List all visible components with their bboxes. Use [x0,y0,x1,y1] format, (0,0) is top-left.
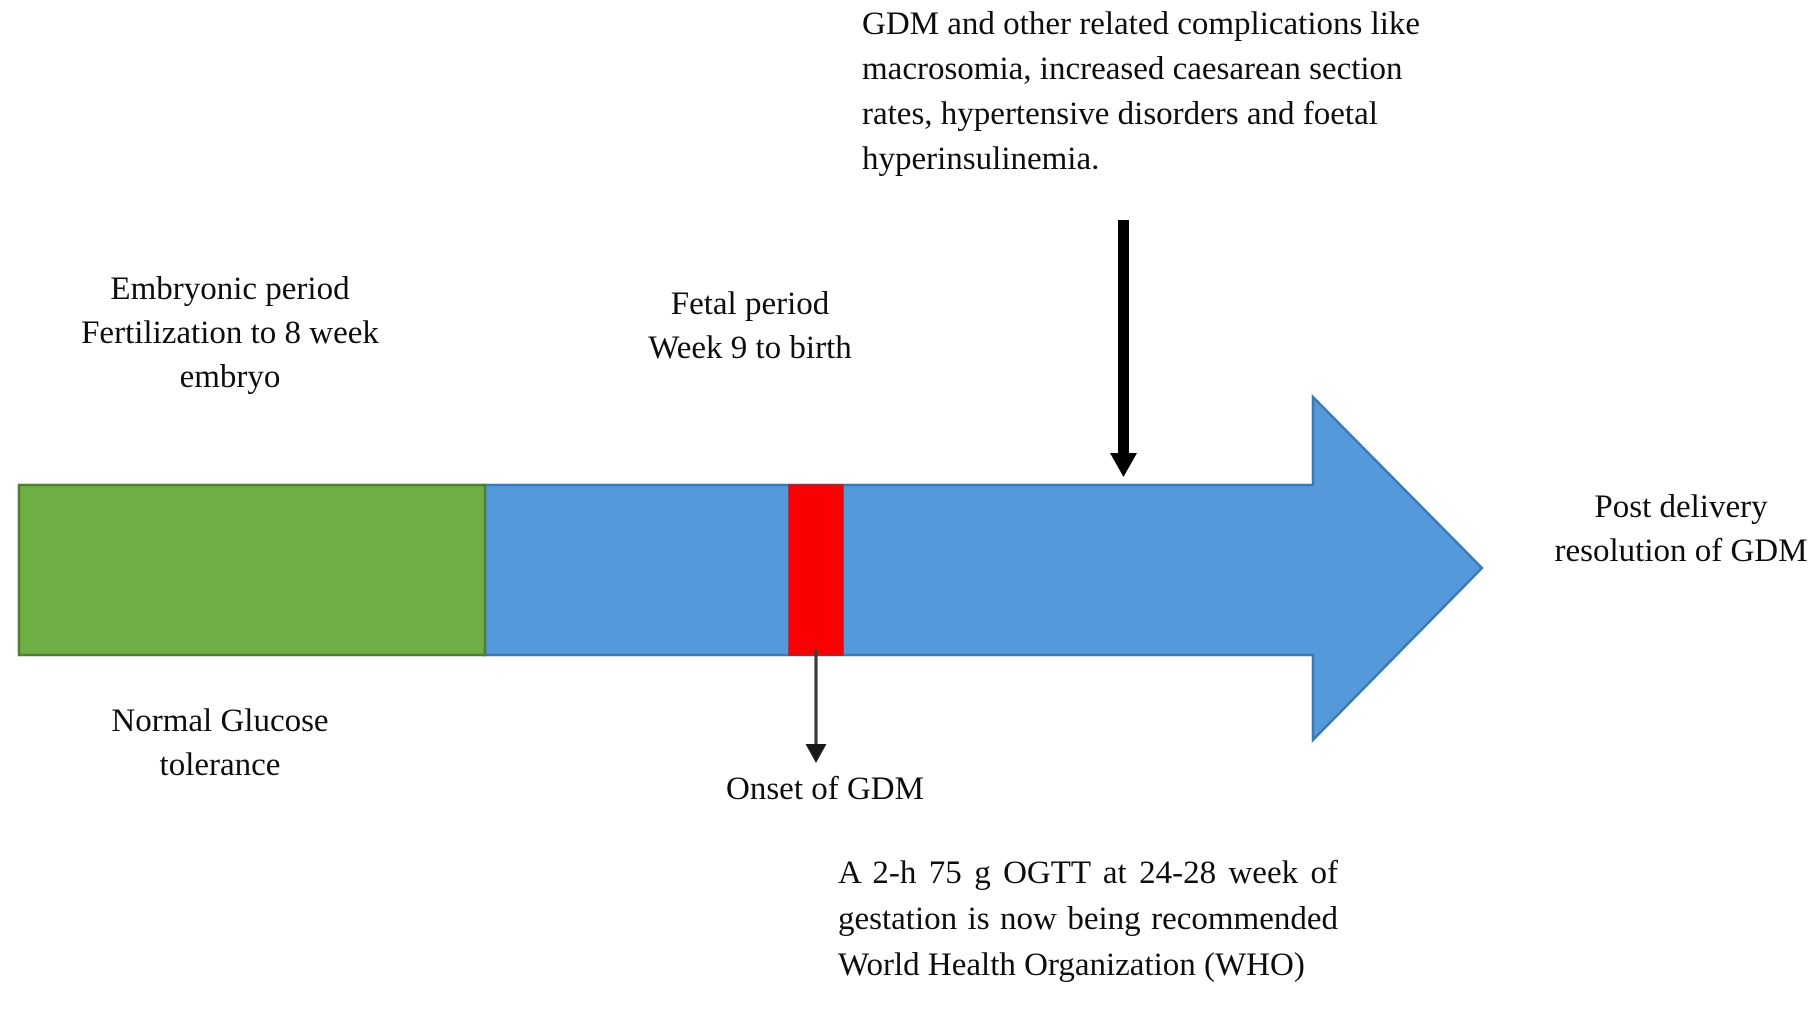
complications-pointer-arrow [1098,220,1158,485]
gestation-timeline-arrow [10,385,1500,750]
timeline-segment-gdm-onset-marker [788,484,844,656]
onset-pointer-arrow [790,650,842,770]
timeline-segment-embryonic-period [17,483,487,657]
normal-glucose-tolerance-label: Normal Glucose tolerance [111,703,329,783]
complications-annotation-text: GDM and other related complications like… [862,6,1421,177]
embryonic-period-label: Embryonic period Fertilization to 8 week… [81,271,379,395]
post-delivery-resolution-label: Post delivery resolution of GDM [1554,489,1808,569]
fetal-period-label: Fetal period Week 9 to birth [648,286,852,366]
timeline-segment-fetal-period [482,393,1484,744]
down-arrow-icon [1110,220,1137,477]
down-arrow-thin-icon [805,650,827,763]
onset-of-gdm-label: Onset of GDM [726,771,924,807]
ogtt-recommendation-text: A 2-h 75 g OGTT at 24-28 week of gestati… [838,855,1338,984]
